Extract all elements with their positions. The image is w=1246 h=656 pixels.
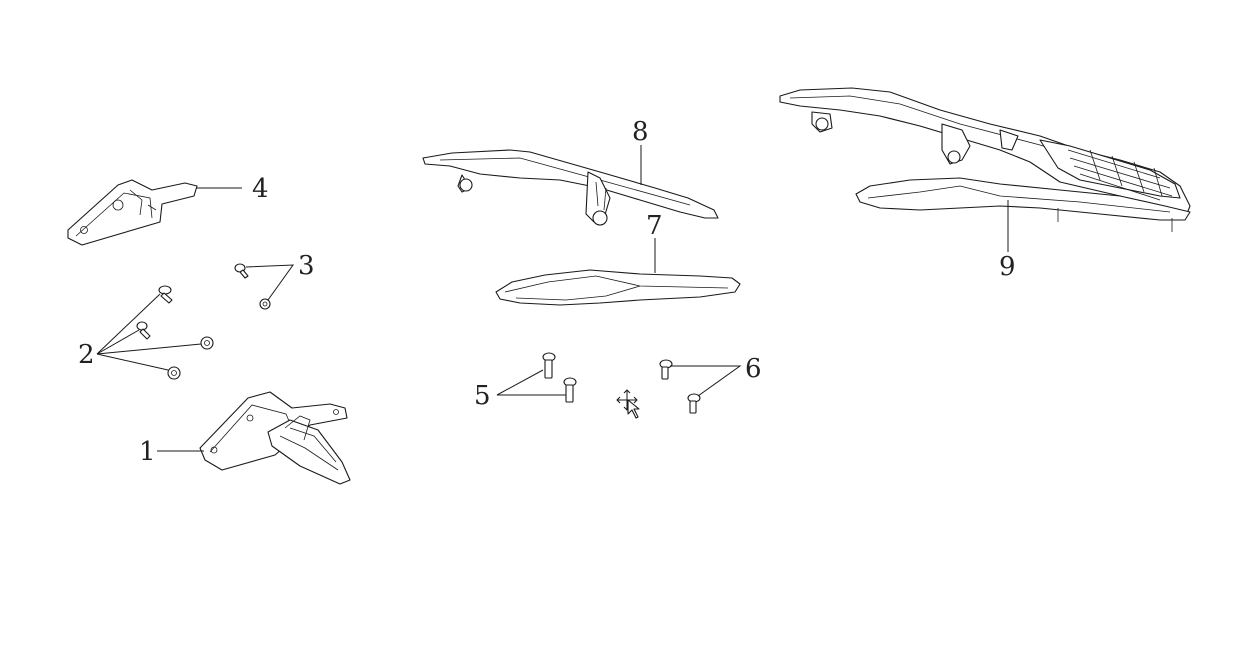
part-2-nut-a: [200, 336, 214, 350]
part-6-screw-b: [687, 393, 701, 414]
part-2-bolt-a: [158, 285, 173, 304]
part-8-rail: [422, 149, 719, 226]
part-1-footrest: [199, 391, 351, 485]
callout-6: 6: [745, 354, 762, 384]
callout-1: 1: [139, 437, 156, 467]
part-6-screw-a: [659, 359, 673, 380]
leader-5: [496, 369, 566, 396]
callout-9: 9: [999, 252, 1016, 282]
move-cursor-icon: [616, 389, 640, 419]
callout-3: 3: [298, 251, 315, 281]
leader-6: [670, 365, 742, 397]
part-5-bolt-b: [563, 377, 577, 403]
callout-4: 4: [252, 174, 269, 204]
part-2-bolt-b: [136, 321, 151, 340]
callout-5: 5: [474, 381, 491, 411]
callout-8: 8: [632, 117, 649, 147]
part-2-nut-b: [167, 366, 181, 380]
part-3-screw: [234, 263, 249, 279]
part-9-assembly: [779, 87, 1191, 232]
callout-2: 2: [78, 340, 95, 370]
part-7-trim: [495, 269, 741, 306]
callout-7: 7: [646, 211, 663, 241]
part-5-bolt-a: [542, 352, 556, 379]
leader-2: [96, 293, 202, 371]
leader-3: [245, 264, 295, 301]
part-4-bracket: [67, 179, 198, 246]
part-3-nut: [259, 298, 271, 310]
